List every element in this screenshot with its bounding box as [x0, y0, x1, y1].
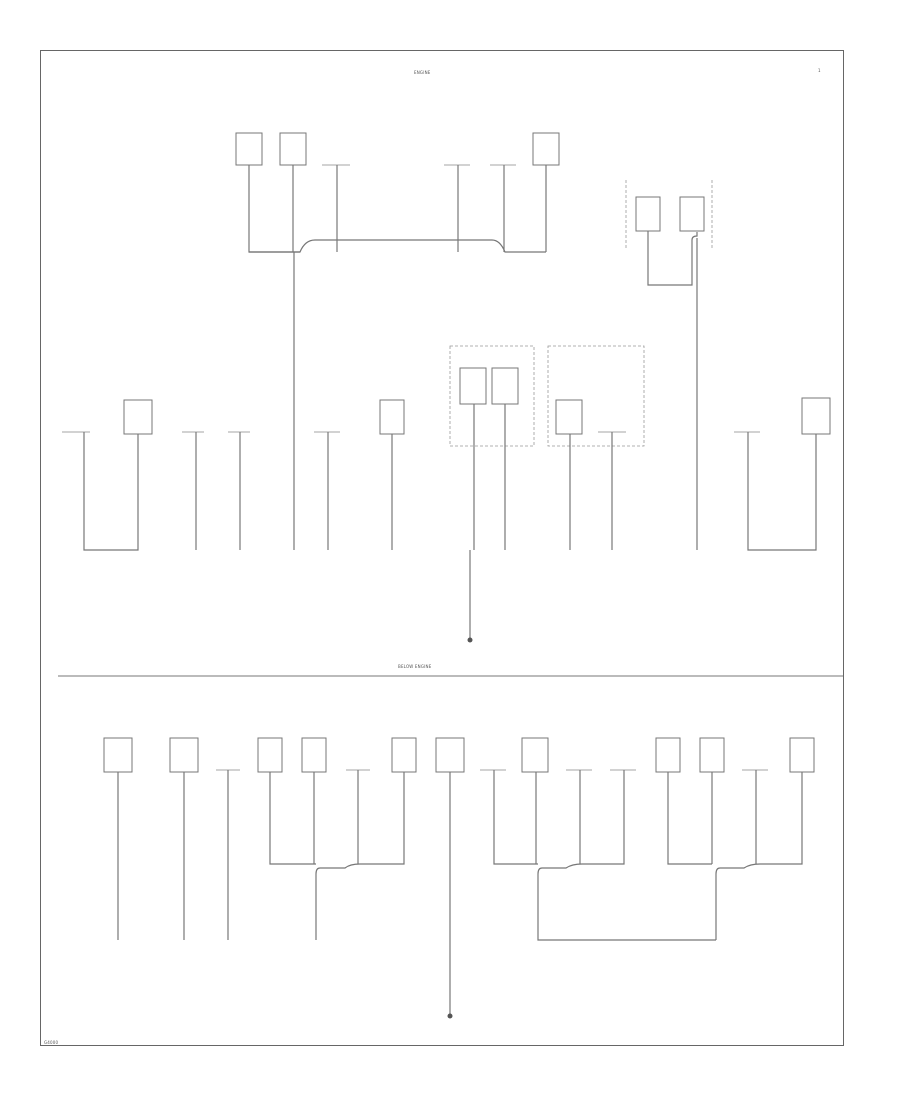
ground-point: [447, 1013, 453, 1019]
component-box: [257, 737, 283, 773]
ground-wire: [647, 231, 698, 286]
dashed-enclosure: [449, 345, 535, 447]
ground-point: [467, 637, 473, 643]
diagram-frame: [40, 50, 844, 1046]
component-box: [279, 132, 307, 166]
component-box: [169, 737, 199, 773]
ground-bus: [715, 772, 803, 940]
component-box: [521, 737, 549, 773]
component-box: [655, 737, 681, 773]
component-box: [435, 737, 465, 773]
figure-id: G4000: [44, 1040, 59, 1045]
component-box: [789, 737, 815, 773]
component-box: [301, 737, 327, 773]
section-title-below-engine: BELOW ENGINE: [398, 664, 432, 669]
component-box: [491, 367, 519, 405]
dashed-enclosure: [547, 345, 645, 447]
ground-bus: [249, 239, 546, 253]
ground-bus: [315, 772, 405, 940]
component-box: [235, 132, 263, 166]
component-box: [459, 367, 487, 405]
component-box: [801, 397, 831, 435]
corner-mark: 1: [818, 68, 821, 73]
component-box: [123, 399, 153, 435]
component-box: [699, 737, 725, 773]
section-title-engine: ENGINE: [414, 70, 431, 75]
ground-bus: [537, 770, 716, 941]
component-box: [379, 399, 405, 435]
component-box: [635, 196, 661, 232]
component-box: [555, 399, 583, 435]
component-box: [532, 132, 560, 166]
ground-wire: [667, 772, 712, 865]
component-box: [103, 737, 133, 773]
ground-wire: [248, 165, 300, 253]
ground-wire: [83, 432, 139, 551]
ground-wire: [747, 432, 817, 551]
component-box: [679, 196, 705, 232]
ground-wire: [269, 772, 316, 865]
component-box: [391, 737, 417, 773]
ground-wire: [493, 770, 538, 865]
